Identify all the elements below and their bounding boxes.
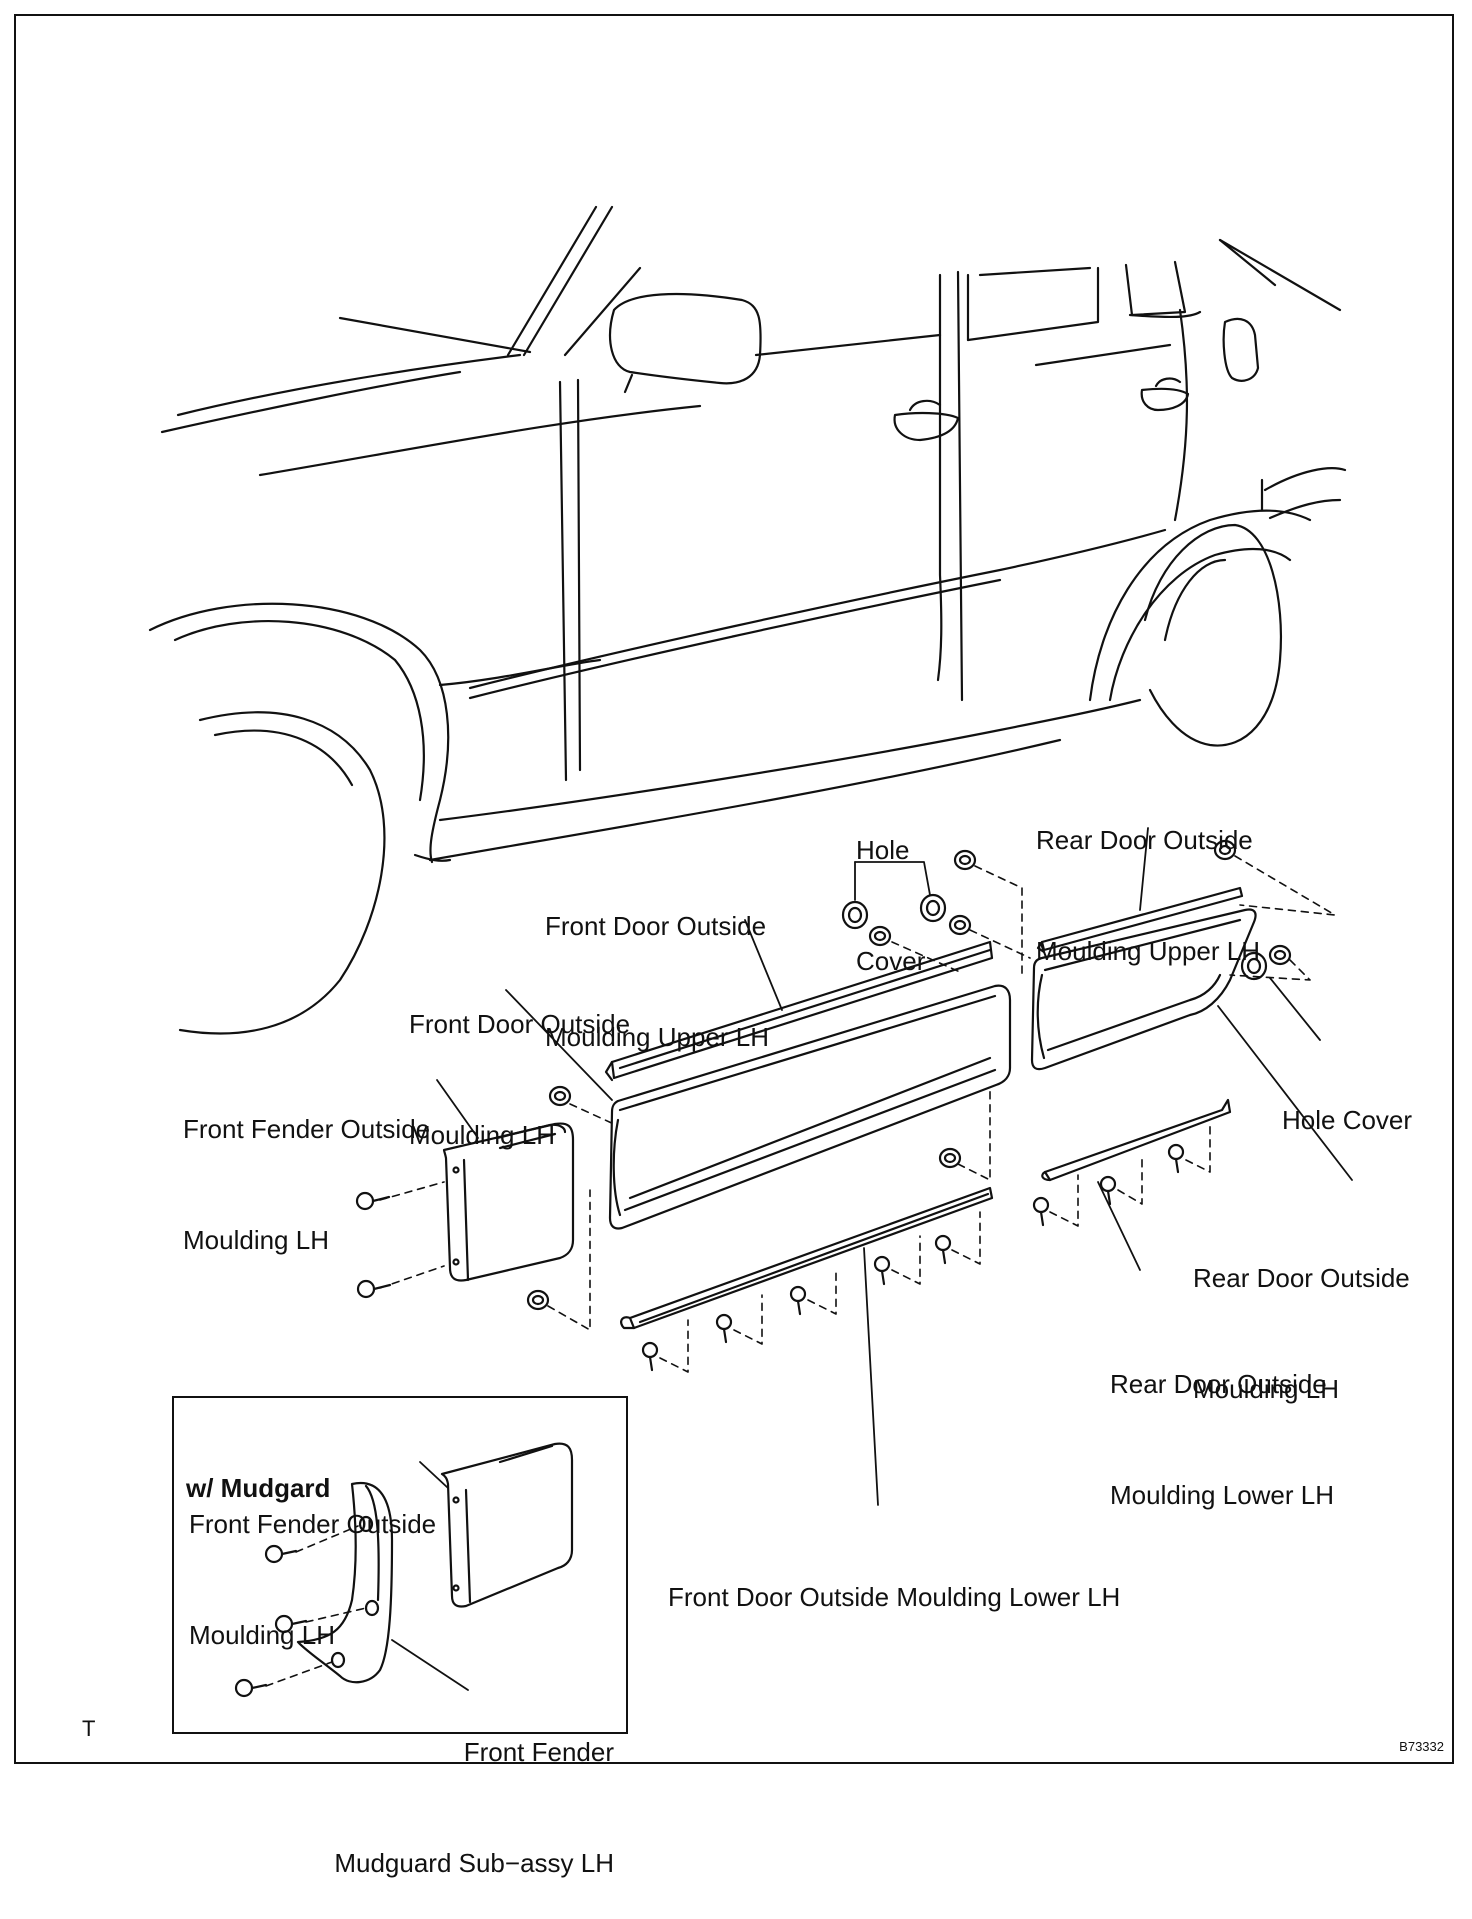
label-line: Moulding LH xyxy=(1193,1374,1339,1404)
inset-fender-moulding-part xyxy=(440,1442,574,1608)
label-hole-cover-top: Hole Cover xyxy=(856,758,925,1017)
label-line: Front Fender Outside xyxy=(183,1114,431,1144)
label-line: Moulding LH xyxy=(183,1225,329,1255)
rear-door-moulding-part xyxy=(1030,908,1257,1071)
label-rear-door-moulding: Rear Door Outside Moulding LH xyxy=(1193,1186,1410,1445)
front-door-upper-moulding-part xyxy=(604,940,994,1082)
inset-label-fender-moulding: Front Fender Outside Moulding LH xyxy=(189,1432,436,1691)
mudguard-inset xyxy=(172,1396,628,1734)
figure-frame xyxy=(14,14,1454,1764)
label-rear-door-lower-moulding: Rear Door Outside Moulding Lower LH xyxy=(1110,1292,1334,1551)
label-line: w/ Mudgard xyxy=(186,1473,331,1503)
label-front-fender-moulding: Front Fender Outside Moulding LH xyxy=(183,1037,430,1296)
car-body xyxy=(148,205,1347,1035)
alignment-lines xyxy=(379,855,1336,1373)
label-line: Hole xyxy=(856,835,910,865)
label-line: Front Door Outside xyxy=(545,911,767,941)
label-line: Front Fender xyxy=(463,1737,614,1767)
figure-code: B73332 xyxy=(1399,1739,1444,1754)
label-front-door-upper-moulding: Front Door Outside Moulding Upper LH xyxy=(545,834,769,1093)
label-line: Rear Door Outside xyxy=(1193,1263,1410,1293)
exploded-view-illustration xyxy=(148,205,1353,1698)
label-line: Rear Door Outside xyxy=(1110,1369,1327,1399)
inset-alignment-lines xyxy=(265,1525,367,1687)
label-hole-cover-right: Hole Cover xyxy=(1282,1028,1412,1176)
label-line: Moulding Lower LH xyxy=(1110,1480,1335,1510)
label-line: Moulding Upper LH xyxy=(545,1022,770,1052)
front-fender-moulding-part xyxy=(442,1122,575,1282)
label-line: Front Door Outside xyxy=(409,1009,631,1039)
label-line: Front Door Outside Moulding Lower LH xyxy=(668,1582,1121,1612)
leader-lines xyxy=(436,827,1353,1506)
clip-group xyxy=(526,839,1292,1311)
rear-door-upper-moulding-part xyxy=(1036,886,1244,954)
label-line: Cover xyxy=(856,946,926,976)
label-front-door-lower-moulding: Front Door Outside Moulding Lower LH xyxy=(668,1505,1120,1653)
label-line: Moulding LH xyxy=(189,1620,335,1650)
rear-door-lower-moulding-part xyxy=(1041,1098,1232,1182)
front-door-lower-moulding-part xyxy=(620,1186,994,1330)
label-line: Front Fender Outside xyxy=(189,1509,437,1539)
hole-cover-group xyxy=(841,893,1268,981)
label-line: Hole Cover xyxy=(1282,1105,1413,1135)
label-line: Moulding LH xyxy=(409,1120,555,1150)
label-front-door-moulding: Front Door Outside Moulding LH xyxy=(409,932,630,1191)
label-line: Rear Door Outside xyxy=(1036,825,1253,855)
front-door-moulding-part xyxy=(608,984,1012,1230)
inset-mudguard-part xyxy=(296,1481,394,1684)
label-line: Mudguard Sub−assy LH xyxy=(334,1848,614,1878)
inset-leader-lines xyxy=(391,1461,469,1691)
inset-title: w/ Mudgard xyxy=(186,1396,330,1544)
corner-mark: T xyxy=(82,1716,96,1741)
label-rear-door-upper-moulding: Rear Door Outside Moulding Upper LH xyxy=(1036,748,1260,1007)
inset-label-mudguard: Front Fender Mudguard Sub−assy LH xyxy=(318,1660,614,1919)
label-line: Moulding Upper LH xyxy=(1036,936,1261,966)
inset-screws xyxy=(234,1544,308,1698)
